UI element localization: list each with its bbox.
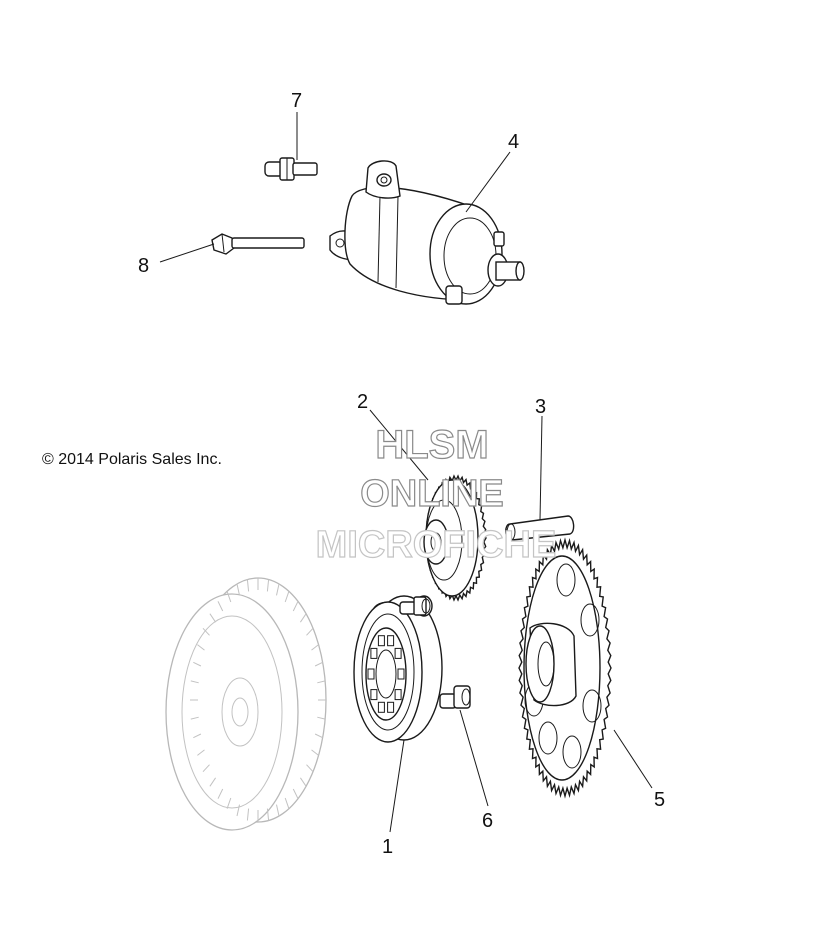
- clutch-roller: [387, 701, 395, 713]
- flywheel-ghost-tooth: [197, 749, 205, 756]
- bolt-long-part-8: [211, 233, 305, 255]
- flywheel-ghost-tooth: [217, 788, 224, 799]
- clutch-roller: [377, 635, 385, 647]
- gear-5-hole: [538, 721, 558, 755]
- flywheel-ghost-teeth: [190, 578, 326, 822]
- watermark-line-3: MICROFICHE: [316, 524, 557, 566]
- copyright-notice: © 2014 Polaris Sales Inc.: [42, 451, 222, 468]
- flywheel-ghost-tooth: [317, 680, 326, 684]
- gear-5-hole: [556, 563, 576, 597]
- callout-4: 4: [508, 131, 519, 153]
- flywheel-ghost-tooth: [226, 591, 232, 603]
- cap-screw-lower-part-6: [439, 685, 471, 709]
- flywheel-ghost-tooth: [266, 808, 270, 821]
- flywheel-ghost-tooth: [284, 591, 290, 603]
- clutch-rollers: [367, 635, 405, 713]
- callout-3: 3: [535, 396, 546, 418]
- callout-1: 1: [382, 836, 393, 858]
- clutch-roller: [394, 689, 402, 701]
- callout-5: 5: [654, 789, 665, 811]
- flywheel-ghost-tooth: [193, 733, 202, 739]
- flywheel-ghost-tooth: [292, 601, 299, 612]
- clutch-roller: [394, 647, 402, 659]
- flywheel-ghost-tooth: [311, 644, 319, 651]
- flywheel-ghost-tooth: [190, 680, 199, 684]
- clutch-roller: [387, 635, 395, 647]
- flywheel-ghost-tooth: [317, 716, 326, 720]
- clutch-roller: [370, 647, 378, 659]
- flywheel-ghost-tooth: [190, 716, 199, 720]
- flywheel-ghost-tooth: [202, 627, 210, 636]
- flywheel-ghost-tooth: [306, 764, 314, 773]
- leader-lines: [159, 112, 653, 833]
- watermark: HLSM ONLINE MICROFICHE: [315, 422, 557, 566]
- dowel-pin-part-3: [505, 515, 575, 541]
- flywheel-ghost-tooth: [266, 579, 270, 592]
- callouts: 7 4 8 2 3 5 6 1: [138, 90, 665, 858]
- flywheel-ghost-tooth: [226, 797, 232, 809]
- flywheel-ghost-tooth: [314, 661, 323, 667]
- callout-8: 8: [138, 255, 149, 277]
- flywheel-ghost-tooth: [276, 804, 280, 817]
- flywheel-ghost-tooth: [209, 613, 217, 623]
- gear-5-hole: [580, 603, 600, 637]
- callout-7: 7: [291, 90, 302, 112]
- flywheel-ghost-tooth: [314, 733, 323, 739]
- clutch-roller: [367, 668, 375, 680]
- callout-2: 2: [357, 391, 368, 413]
- clutch-roller: [370, 689, 378, 701]
- callout-6: 6: [482, 810, 493, 832]
- idler-gear-part-2: [423, 474, 487, 602]
- flywheel-ghost-tooth: [197, 644, 205, 651]
- flywheel-ghost-tooth: [292, 788, 299, 799]
- flywheel-ghost: [165, 577, 327, 831]
- flywheel-ghost-tooth: [217, 601, 224, 612]
- gear-5-hole: [582, 689, 602, 723]
- clutch-roller: [377, 701, 385, 713]
- bolt-short-part-7: [264, 157, 318, 181]
- flywheel-ghost-tooth: [246, 579, 250, 592]
- gear-5-hole: [562, 735, 582, 769]
- flywheel-ghost-tooth: [202, 764, 210, 773]
- clutch-roller: [397, 668, 405, 680]
- flywheel-ghost-tooth: [284, 797, 290, 809]
- flywheel-ghost-tooth: [236, 804, 240, 817]
- flywheel-ghost-tooth: [246, 808, 250, 821]
- starter-driven-gear-part-5: [518, 537, 612, 799]
- flywheel-ghost-tooth: [311, 749, 319, 756]
- cap-screw-upper-part-6: [399, 595, 433, 617]
- starter-motor-part-4: [329, 160, 525, 305]
- flywheel-ghost-tooth: [209, 777, 217, 787]
- watermark-line-1: HLSM: [375, 423, 488, 467]
- flywheel-ghost-tooth: [276, 583, 280, 596]
- flywheel-ghost-tooth: [193, 661, 202, 667]
- flywheel-ghost-tooth: [299, 613, 307, 623]
- flywheel-ghost-tooth: [306, 627, 314, 636]
- watermark-line-2: ONLINE: [360, 473, 504, 515]
- flywheel-ghost-tooth: [236, 583, 240, 596]
- starter-clutch-part-1: [353, 595, 443, 743]
- flywheel-ghost-tooth: [299, 777, 307, 787]
